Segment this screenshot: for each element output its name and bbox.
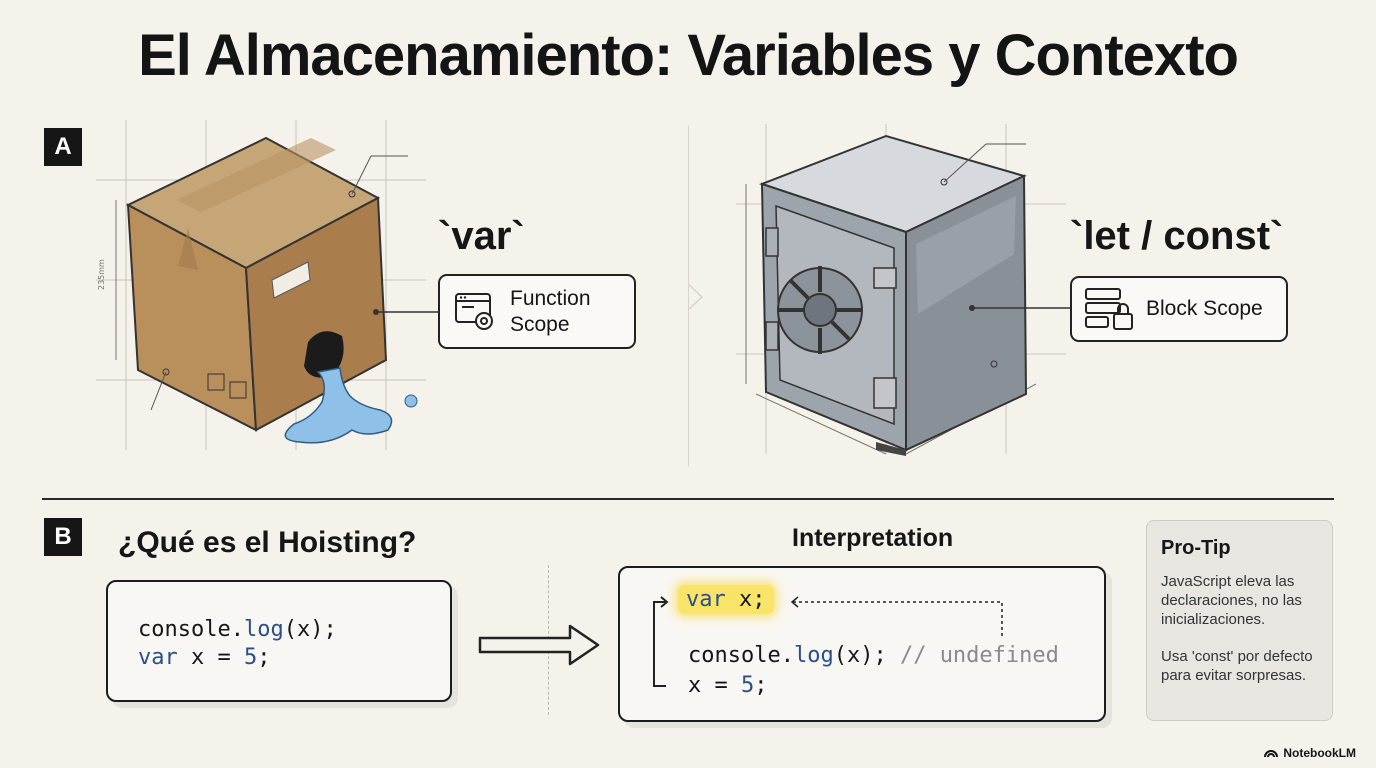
block-scope-card: Block Scope (1070, 276, 1288, 342)
pro-tip-title: Pro-Tip (1161, 537, 1231, 559)
stack-lock-icon (1085, 288, 1133, 330)
svg-text:235mm: 235mm (97, 259, 106, 290)
hoisted-declaration: var x; (678, 585, 774, 614)
pro-tip-text1: JavaScript eleva las declaraciones, no l… (1161, 573, 1302, 628)
leaking-box-illustration: 235mm (96, 120, 426, 450)
brand-name: NotebookLM (1283, 746, 1356, 760)
safe-illustration (736, 124, 1066, 456)
interpreted-code-line3: x = 5; (688, 673, 768, 698)
brand-logo: NotebookLM (1264, 746, 1356, 760)
interpretation-label: Interpretation (792, 524, 954, 552)
block-scope-label: Block Scope (1146, 297, 1263, 320)
function-scope-line1: Function (510, 286, 591, 310)
interpreted-code-box: var x; console.log(x); // undefined x = … (618, 566, 1106, 722)
callout-line (969, 305, 1070, 311)
notebooklm-icon (1264, 750, 1279, 758)
chevron-right-icon (687, 283, 704, 311)
hoisting-arrows (653, 596, 1003, 687)
window-gear-icon (455, 292, 493, 330)
hoisting-title: ¿Qué es el Hoisting? (118, 526, 417, 559)
section-divider (42, 498, 1334, 500)
section-b-badge: B (44, 518, 82, 556)
function-scope-card: Function Scope (438, 274, 636, 349)
pro-tip-card: Pro-Tip JavaScript eleva las declaracion… (1146, 520, 1333, 721)
pro-tip-text2: Usa 'const' por defecto para evitar sorp… (1161, 648, 1313, 684)
interpreted-code-line2: console.log(x); // undefined (688, 643, 1059, 668)
page-title: El Almacenamiento: Variables y Contexto (138, 23, 1239, 88)
function-scope-line2: Scope (510, 312, 570, 336)
original-code-line1: console.log(x); (138, 617, 337, 642)
arrow-right-icon (478, 624, 600, 666)
section-a-divider (688, 126, 689, 466)
original-code-box: console.log(x); var x = 5; (106, 580, 452, 702)
callout-line (373, 309, 438, 315)
section-a-badge: A (44, 128, 82, 166)
var-keyword: `var` (438, 214, 525, 258)
let-const-keyword: `let / const` (1070, 214, 1284, 258)
original-code-line2: var x = 5; (138, 645, 271, 670)
